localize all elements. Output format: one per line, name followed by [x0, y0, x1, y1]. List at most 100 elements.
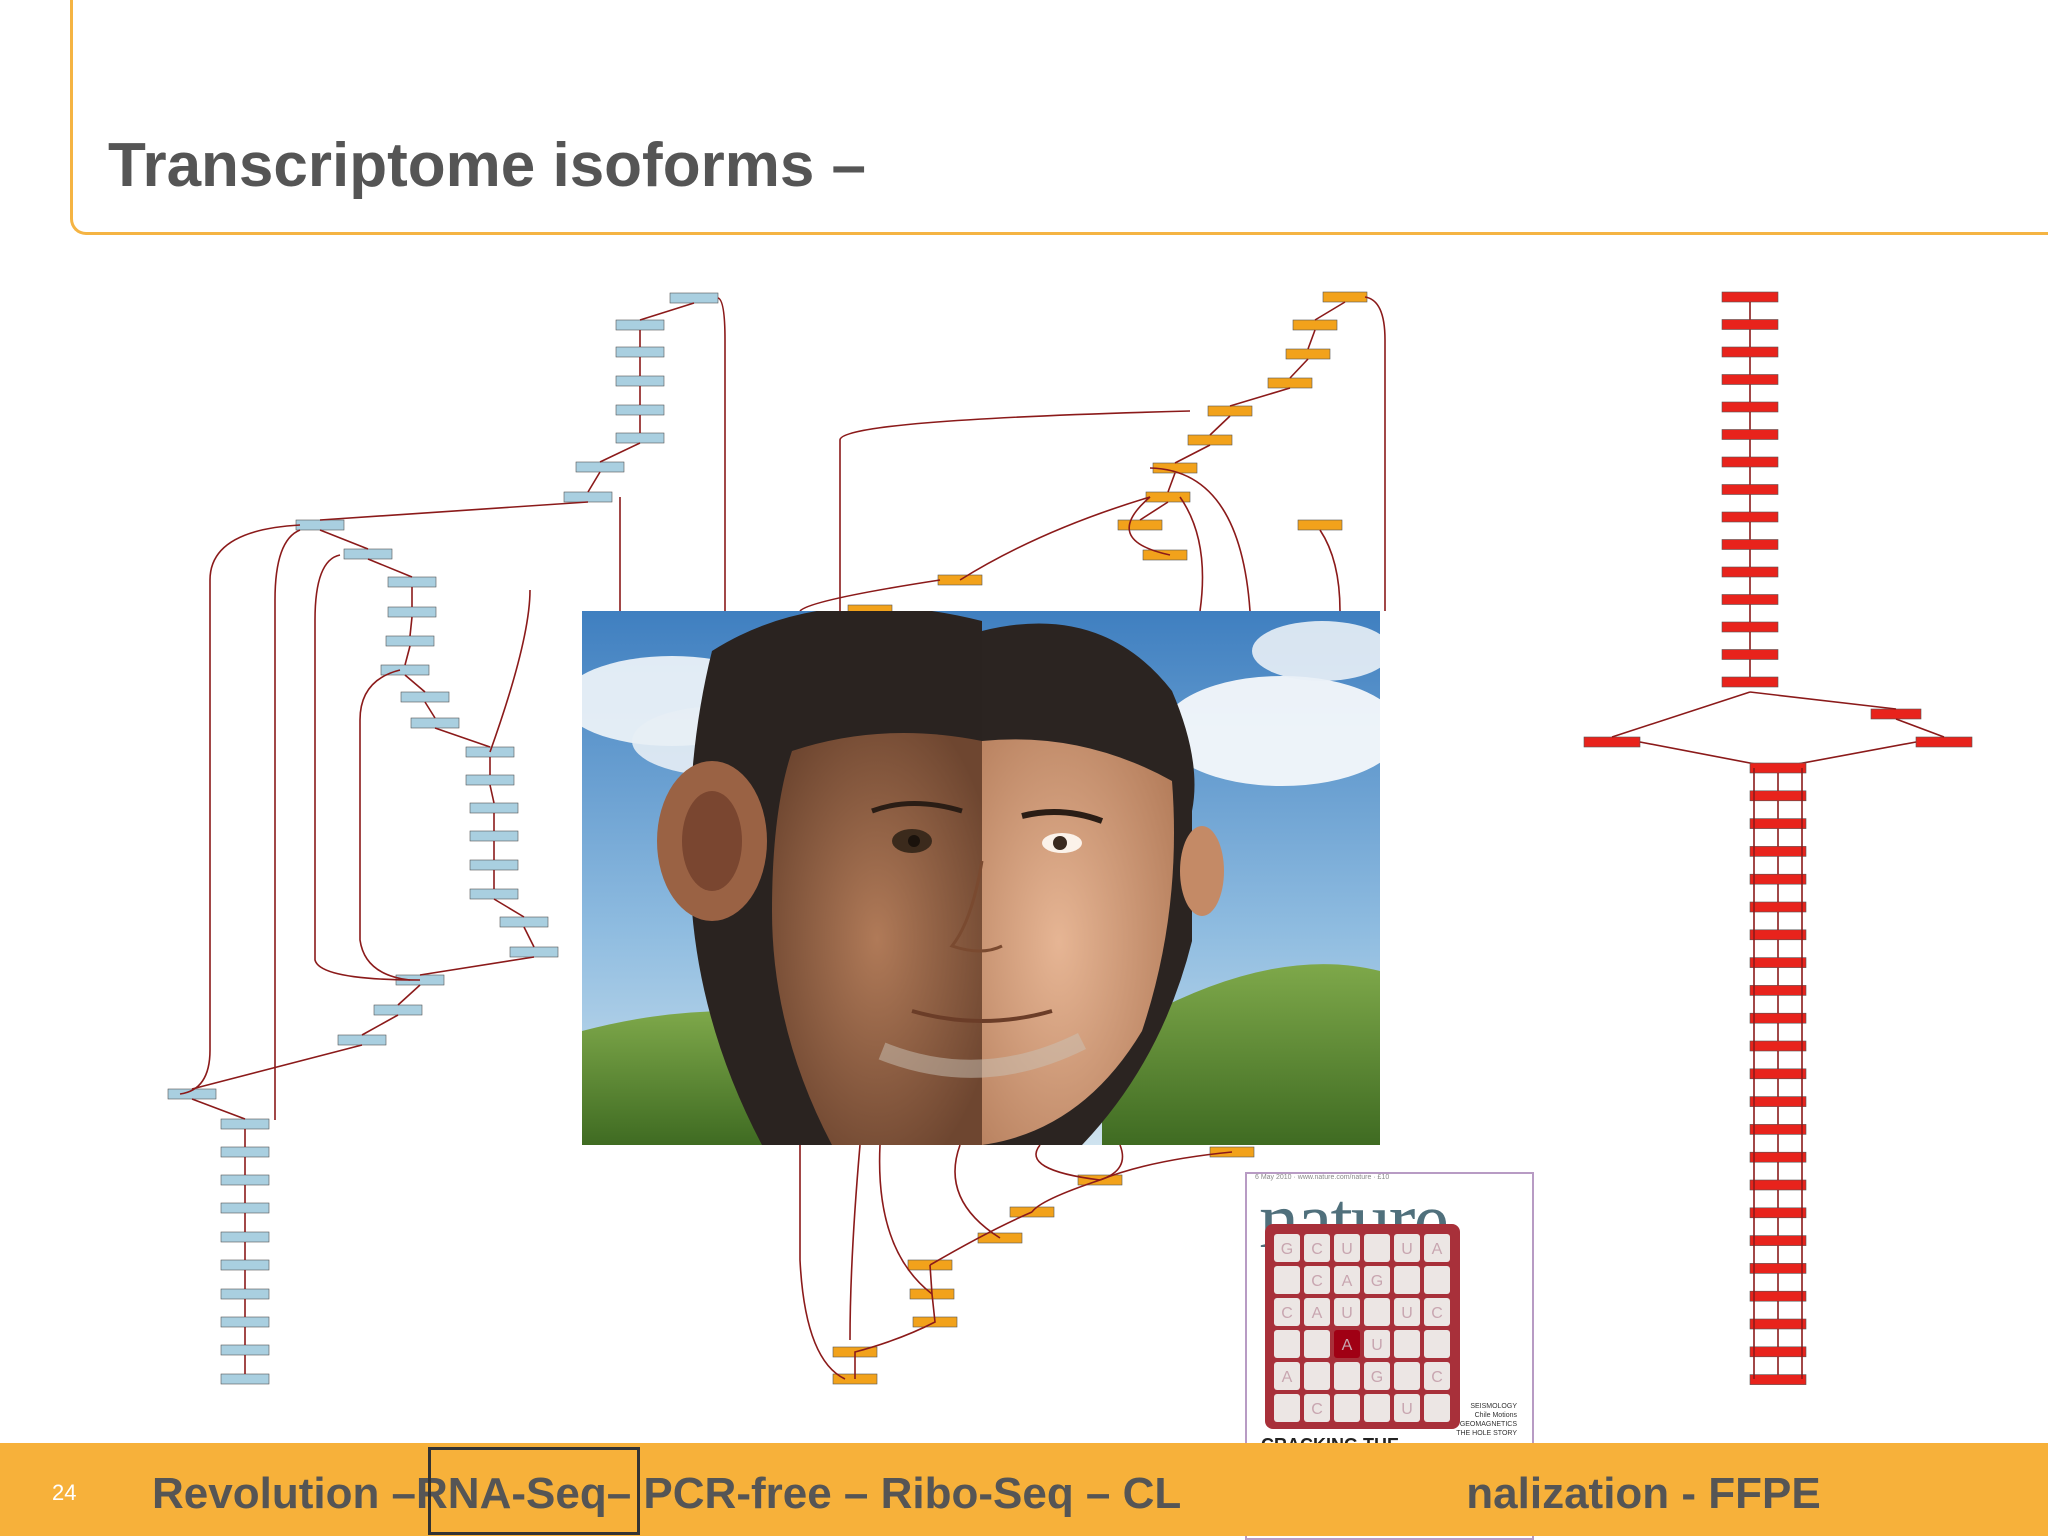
human-isoform-node: [563, 491, 613, 503]
human-isoform-edge: [361, 1014, 399, 1036]
human-isoform-edge: [523, 926, 535, 948]
cover-masthead-text: 6 May 2010 · www.nature.com/nature · £10: [1255, 1174, 1390, 1181]
human-isoform-edge: [274, 529, 301, 1120]
grid-tile: [1304, 1234, 1330, 1262]
human-isoform-node: [465, 774, 515, 786]
grid-tile: [1334, 1362, 1360, 1390]
chimp-isoform-edge: [799, 1145, 846, 1380]
chimp-isoform-node: [1145, 491, 1191, 503]
chimp-isoform-edge: [929, 1211, 1033, 1266]
third-isoform-node: [1721, 346, 1779, 358]
grid-tile: [1304, 1266, 1330, 1294]
grid-tile: [1394, 1330, 1420, 1358]
chimp-isoform-edge: [1314, 301, 1346, 321]
third-isoform-node: [1721, 401, 1779, 413]
human-isoform-edge: [599, 442, 641, 463]
chimp-isoform-edge: [1179, 496, 1204, 612]
third-isoform-node: [1721, 511, 1779, 523]
chimp-isoform-edge: [854, 1264, 936, 1379]
third-isoform-node: [1749, 846, 1807, 857]
third-isoform-node: [1721, 539, 1779, 550]
human-isoform-edge: [409, 616, 413, 637]
human-isoform-node: [615, 432, 665, 444]
grid-tile: [1304, 1362, 1330, 1390]
grid-tile: [1364, 1266, 1390, 1294]
third-isoform-node: [1749, 818, 1807, 829]
human-isoform-node: [400, 691, 450, 703]
human-isoform-edge: [191, 1098, 246, 1120]
third-isoform-node: [1749, 1068, 1807, 1080]
chimp-isoform-edge: [1364, 296, 1386, 611]
third-isoform-node: [1749, 873, 1807, 885]
grid-tile: [1274, 1330, 1300, 1358]
grid-tile: [1334, 1394, 1360, 1422]
human-isoform-node: [295, 519, 345, 531]
human-isoform-edge: [434, 727, 491, 748]
human-isoform-node: [220, 1259, 270, 1271]
grid-tile: [1394, 1298, 1420, 1326]
grid-letter: C: [1281, 1305, 1293, 1322]
third-isoform-node: [1583, 736, 1641, 748]
grid-letter: G: [1371, 1369, 1383, 1386]
footer-nav: Revolution – RNA-Seq – PCR-free – Ribo-S…: [152, 1469, 1821, 1519]
grid-tile: [1334, 1234, 1360, 1262]
grid-letter: U: [1401, 1241, 1413, 1258]
chimp-isoform-edge: [839, 410, 1191, 611]
third-isoform-node: [1749, 1235, 1807, 1246]
human-isoform-node: [337, 1034, 387, 1046]
human-isoform-edge: [404, 674, 426, 693]
human-isoform-node: [373, 1004, 423, 1016]
grid-tile: [1334, 1330, 1360, 1358]
grid-tile: [1304, 1330, 1330, 1358]
human-isoform-node: [410, 717, 460, 729]
human-isoform-node: [615, 346, 665, 358]
human-isoform-node: [387, 606, 437, 618]
footer-segment[interactable]: Revolution –: [152, 1469, 417, 1518]
grid-tile: [1274, 1234, 1300, 1262]
third-isoform-node: [1870, 708, 1922, 720]
human-isoform-edge: [489, 784, 495, 804]
third-isoform-node: [1749, 1290, 1807, 1302]
human-isoform-node: [220, 1118, 270, 1130]
chimp-human-photo: [582, 611, 1380, 1145]
third-isoform-node: [1749, 901, 1807, 913]
third-isoform-node: [1721, 484, 1779, 495]
grid-tile: [1394, 1362, 1420, 1390]
human-isoform-node: [387, 576, 437, 588]
grid-tile: [1364, 1234, 1390, 1262]
grid-letter: A: [1342, 1273, 1353, 1290]
human-isoform-edge: [717, 297, 726, 620]
footer-segment-highlighted[interactable]: RNA-Seq: [416, 1469, 607, 1518]
grid-tile: [1394, 1266, 1420, 1294]
title-frame: [70, 0, 2048, 235]
grid-tile: [1364, 1330, 1390, 1358]
human-isoform-node: [220, 1146, 270, 1158]
third-isoform-node: [1721, 456, 1779, 468]
grid-tile: [1424, 1234, 1450, 1262]
human-isoform-node: [615, 319, 665, 331]
grid-letter: U: [1401, 1305, 1413, 1322]
grid-tile: [1424, 1394, 1450, 1422]
third-isoform-node: [1749, 985, 1807, 996]
grid-tile: [1364, 1362, 1390, 1390]
human-isoform-node: [575, 461, 625, 473]
third-isoform-node: [1749, 1012, 1807, 1024]
human-isoform-edge: [489, 589, 531, 753]
chimp-isoform-edge: [1209, 415, 1231, 436]
footer-segment[interactable]: – PCR-free – Ribo-Seq – CL: [606, 1469, 1182, 1518]
grid-letter: U: [1341, 1305, 1353, 1322]
slide-title: Transcriptome isoforms –: [108, 131, 867, 200]
human-isoform-node: [220, 1288, 270, 1300]
human-isoform-node: [220, 1344, 270, 1356]
grid-letter: C: [1431, 1369, 1443, 1386]
third-isoform-node: [1749, 762, 1807, 774]
third-isoform-node: [1721, 291, 1779, 303]
third-isoform-node: [1915, 736, 1973, 748]
grid-tile: [1334, 1266, 1360, 1294]
chimp-isoform-edge: [1128, 496, 1171, 556]
footer-segment[interactable]: nalization - FFPE: [1466, 1469, 1821, 1518]
chimp-isoform-edge: [954, 1144, 1001, 1239]
human-isoform-edge: [367, 558, 413, 578]
chimp-isoform-edge: [1174, 444, 1211, 464]
